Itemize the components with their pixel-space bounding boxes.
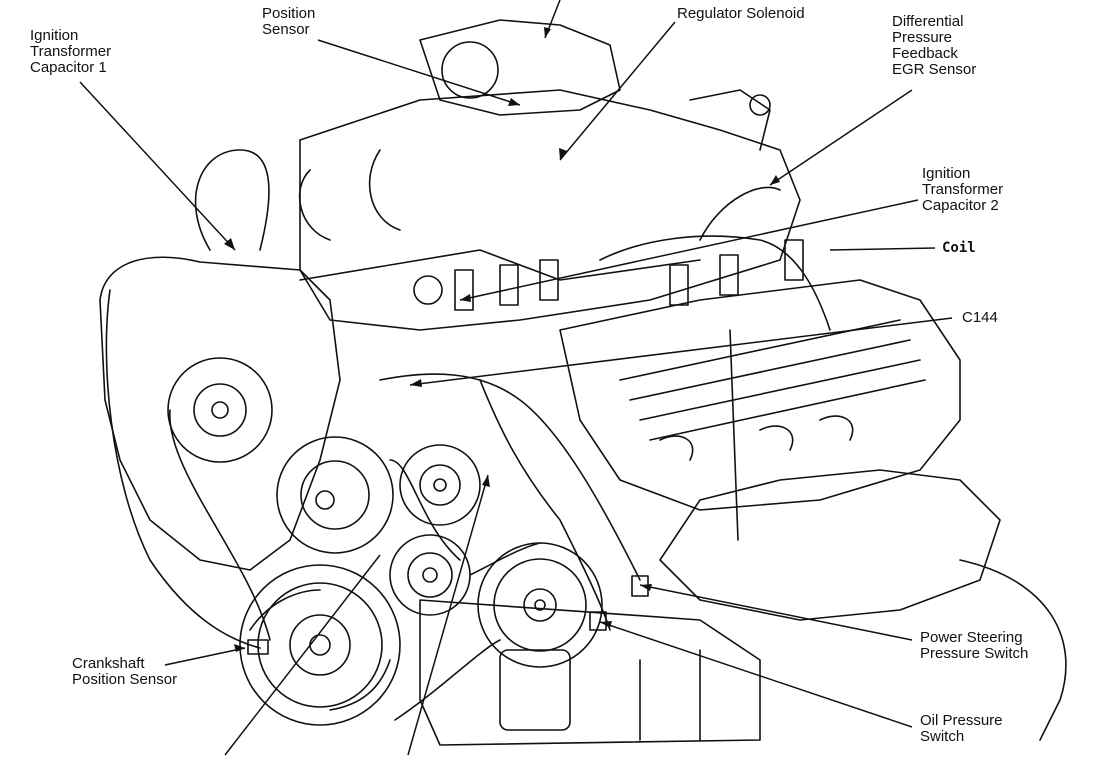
leader-coil <box>829 247 936 251</box>
leader-position-sensor <box>317 39 521 106</box>
throttle-assembly <box>419 19 621 116</box>
wiring-harness <box>105 289 261 649</box>
crankshaft-pulley <box>239 564 401 726</box>
timing-cover <box>99 256 341 571</box>
label-ignition-capacitor-1: Ignition Transformer Capacitor 1 <box>30 27 112 76</box>
label-oil-pressure-switch: Oil Pressure Switch <box>920 712 1003 745</box>
label-regulator-solenoid: Regulator Solenoid <box>677 5 805 22</box>
label-power-steering-pressure-switch: Power Steering Pressure Switch <box>920 629 1029 662</box>
coil-packs <box>454 239 804 311</box>
leader-crankshaft <box>164 647 246 666</box>
water-pump-pulley <box>167 357 273 463</box>
leader-c144 <box>409 317 953 386</box>
dipstick-tube <box>729 329 739 541</box>
leader-ignition-cap-1 <box>79 81 236 251</box>
label-coil: Coil <box>942 240 976 256</box>
exhaust-manifold <box>659 469 1001 621</box>
label-position-sensor: Position Sensor <box>262 5 316 38</box>
leader-bottom-2 <box>407 474 489 756</box>
leader-power-steering <box>639 584 913 641</box>
valve-cover <box>559 279 961 511</box>
label-c144: C144 <box>962 309 998 326</box>
idler-pulley-right <box>399 444 481 526</box>
label-ignition-capacitor-2: Ignition Transformer Capacitor 2 <box>922 165 1004 214</box>
serpentine-belt <box>169 409 541 721</box>
flywheel <box>959 559 1067 741</box>
oil-filter <box>499 649 571 731</box>
oil-pan <box>419 599 761 746</box>
arrowheads <box>224 27 780 652</box>
crank-sensor-body <box>247 639 269 655</box>
leader-regulator-solenoid <box>559 21 676 161</box>
throttle-body <box>441 41 499 99</box>
tensioner-pulley <box>389 534 471 616</box>
leader-bottom-1 <box>224 554 381 756</box>
leader-ignition-cap-2 <box>459 199 919 301</box>
leader-oil-pressure <box>599 621 913 728</box>
oil-switch-body <box>589 611 607 631</box>
leader-dpfe <box>769 89 913 186</box>
idler-pulley-left <box>276 436 394 554</box>
label-crankshaft-position-sensor: Crankshaft Position Sensor <box>72 655 178 688</box>
label-dpfe-sensor: Differential Pressure Feedback EGR Senso… <box>892 13 977 78</box>
intake-manifold <box>299 89 801 331</box>
